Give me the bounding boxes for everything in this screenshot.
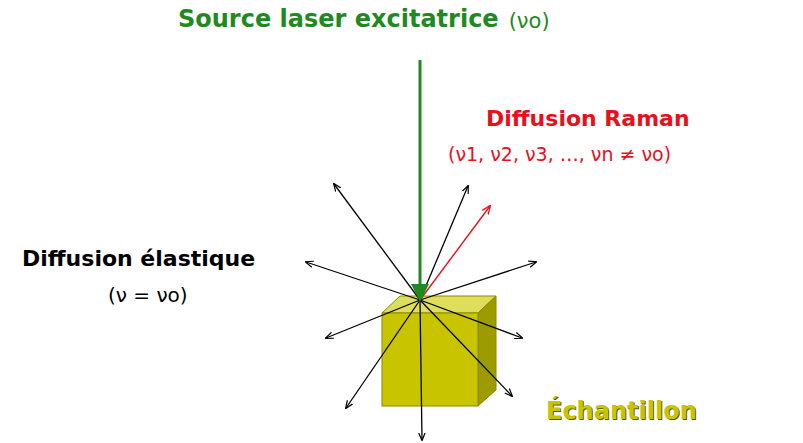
sample-cube xyxy=(382,296,496,406)
laser-source-label: Source laser excitatrice xyxy=(178,6,499,34)
elastic-label: Diffusion élastique xyxy=(22,246,255,271)
raman-frequencies: (ν1, ν2, ν3, …, νn ≠ νo) xyxy=(448,144,671,166)
raman-label: Diffusion Raman xyxy=(486,106,690,131)
sample-label: Échantillon xyxy=(546,398,697,426)
raman-scatter-arrow xyxy=(420,206,490,300)
laser-beam xyxy=(411,60,429,302)
elastic-frequency: (ν = νo) xyxy=(108,284,188,307)
laser-frequency: (νo) xyxy=(509,9,550,33)
